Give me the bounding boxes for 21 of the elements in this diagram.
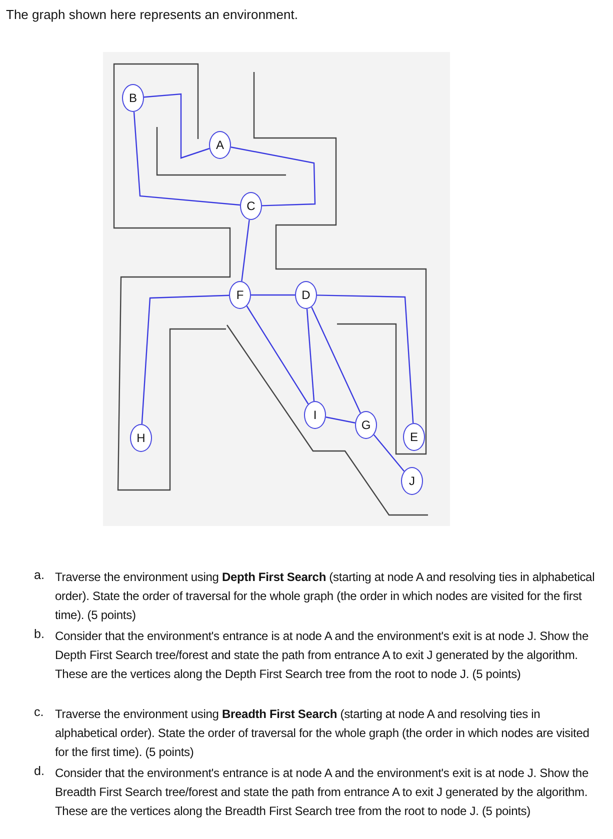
question-text: Consider that the environment's entrance is at node A and the environment's exit is at node J. Show the Breadth First Search tree/forest and state the path from entrance A to exit J generated by the algorithm. These are the vertices along the Breadth First Search tree from the root to node J. (5 points): [55, 765, 590, 820]
question-text: Traverse the environment using Depth First Search (starting at node A and resolving ties in alphabetical order). State the order of traversal for the whole graph (the order in which nodes are visited for the first time). (5 points): [55, 569, 595, 624]
edge-line: [246, 306, 309, 404]
edge-line: [306, 308, 315, 402]
list-marker: b.: [34, 627, 44, 641]
edge-line: [373, 434, 405, 472]
title-text: The graph shown here represents an environment.: [6, 7, 298, 22]
question-text: Traverse the environment using Breadth First Search (starting at node A and resolving ties in alphabetical order). State the order of traversal for the whole graph (the order in which nodes are visited for the first time). (5 points): [55, 706, 590, 761]
edge-line: [144, 93, 210, 159]
edge-line: [133, 112, 240, 206]
edge-line: [316, 294, 414, 424]
edge-line: [326, 416, 356, 424]
list-marker: d.: [34, 764, 44, 778]
list-marker: c.: [34, 705, 44, 719]
edge-line: [241, 220, 250, 282]
edge-line: [251, 294, 295, 296]
edge-line: [141, 294, 230, 424]
edge-line: [230, 146, 316, 206]
list-marker: a.: [34, 568, 44, 582]
question-text: Consider that the environment's entrance is at node A and the environment's exit is at node J. Show the Depth First Search tree/forest and state the path from entrance A to exit J generated by the algorithm. These are the vertices along the Depth First Search tree from the root to node J. (5 points): [55, 628, 590, 683]
edge-line: [311, 306, 361, 414]
